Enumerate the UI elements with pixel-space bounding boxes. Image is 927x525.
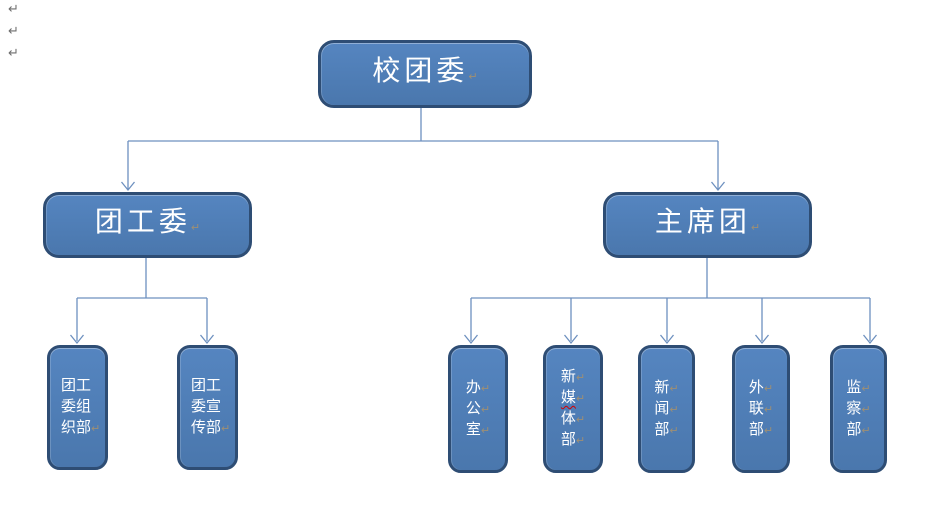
paragraph-mark-icon: ↵ xyxy=(221,422,231,435)
paragraph-mark-icon: ↵ xyxy=(669,423,679,437)
node-label: 办↵ 公↵ 室↵ xyxy=(465,379,491,438)
paragraph-mark-icon: ↵ xyxy=(480,402,491,416)
paragraph-mark-icon: ↵ xyxy=(480,381,491,395)
spellcheck-underline: 媒 xyxy=(560,390,576,406)
paragraph-mark-icon: ↵ xyxy=(861,423,871,437)
node-supervision-dept[interactable]: 监↵ 察↵ 部↵ xyxy=(830,345,887,473)
node-label: 团工委↵ xyxy=(94,207,201,238)
node-label: 主席团↵ xyxy=(654,207,761,238)
node-label: 团工 委组 织部↵ xyxy=(61,378,101,436)
arrowhead-icon xyxy=(754,334,770,345)
paragraph-mark-icon: ↵ xyxy=(763,381,774,395)
node-organization-dept[interactable]: 团工 委组 织部↵ xyxy=(47,345,108,470)
node-outreach-dept[interactable]: 外↵ 联↵ 部↵ xyxy=(732,345,790,473)
paragraph-mark-icon: ↵ xyxy=(575,371,586,384)
paragraph-mark-icon: ↵ xyxy=(763,402,774,416)
paragraph-mark-icon: ↵ xyxy=(8,46,19,61)
paragraph-mark-icon: ↵ xyxy=(763,423,774,437)
paragraph-mark-icon: ↵ xyxy=(575,392,586,405)
node-new-media-dept[interactable]: 新↵ 媒↵ 体↵ 部↵ xyxy=(543,345,603,473)
node-publicity-dept[interactable]: 团工 委宣 传部↵ xyxy=(177,345,238,470)
node-office[interactable]: 办↵ 公↵ 室↵ xyxy=(448,345,508,473)
arrowhead-icon xyxy=(199,334,215,345)
node-school-league-committee[interactable]: 校团委↵ xyxy=(318,40,532,108)
node-label: 新↵ 闻↵ 部↵ xyxy=(654,379,679,438)
paragraph-mark-icon: ↵ xyxy=(861,402,871,416)
paragraph-mark-icon: ↵ xyxy=(575,413,586,426)
paragraph-mark-icon: ↵ xyxy=(750,221,761,234)
node-label: 校团委↵ xyxy=(372,56,478,87)
arrowhead-icon xyxy=(120,181,136,192)
paragraph-mark-icon: ↵ xyxy=(91,422,101,435)
node-label: 外↵ 联↵ 部↵ xyxy=(748,379,774,438)
arrowhead-icon xyxy=(710,181,726,192)
paragraph-mark-icon: ↵ xyxy=(669,402,679,416)
node-news-dept[interactable]: 新↵ 闻↵ 部↵ xyxy=(638,345,695,473)
paragraph-mark-icon: ↵ xyxy=(669,381,679,395)
paragraph-mark-icon: ↵ xyxy=(468,70,478,83)
arrowhead-icon xyxy=(659,334,675,345)
paragraph-mark-icon: ↵ xyxy=(575,434,586,447)
node-label: 监↵ 察↵ 部↵ xyxy=(846,379,871,438)
node-label: 团工 委宣 传部↵ xyxy=(191,378,231,436)
arrowhead-icon xyxy=(862,334,878,345)
node-presidium[interactable]: 主席团↵ xyxy=(603,192,812,258)
paragraph-mark-icon: ↵ xyxy=(8,24,19,39)
node-label: 新↵ 媒↵ 体↵ 部↵ xyxy=(560,369,586,448)
paragraph-mark-icon: ↵ xyxy=(480,423,491,437)
arrowhead-icon xyxy=(69,334,85,345)
node-league-work-committee[interactable]: 团工委↵ xyxy=(43,192,252,258)
paragraph-mark-icon: ↵ xyxy=(8,2,19,17)
paragraph-mark-icon: ↵ xyxy=(861,381,871,395)
arrowhead-icon xyxy=(463,334,479,345)
arrowhead-icon xyxy=(563,334,579,345)
paragraph-mark-icon: ↵ xyxy=(190,221,201,234)
